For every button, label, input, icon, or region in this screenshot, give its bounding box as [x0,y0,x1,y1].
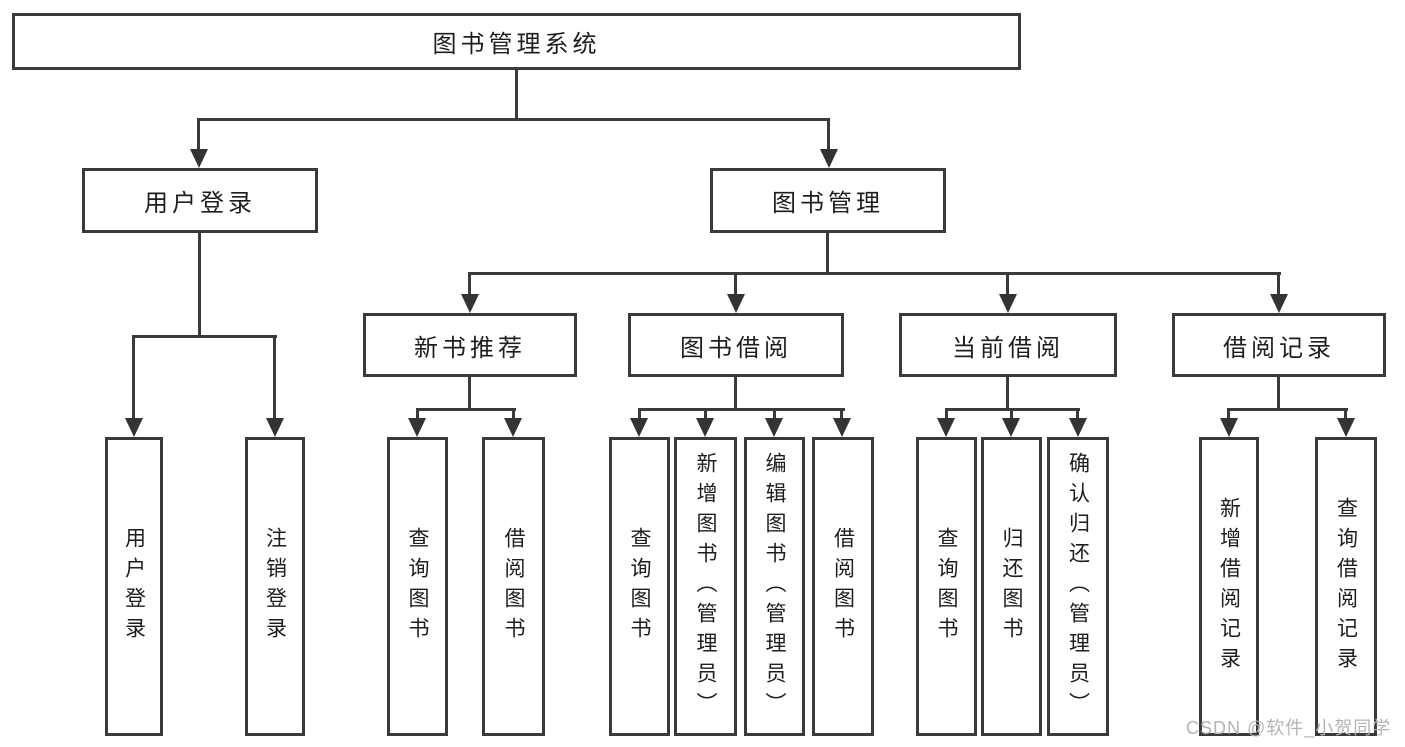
node-label: 图书借阅 [680,334,792,362]
node-book-management: 图书管理 [710,168,946,233]
node-label: 借阅记录 [1223,334,1335,362]
arrowhead-down-icon [727,294,745,313]
connector-line [1227,408,1348,411]
connector-line [198,233,201,335]
connector-line [840,408,843,422]
leaf-label: 编辑图书（管理员） [763,451,786,722]
leaf-label: 查询借阅记录 [1334,496,1358,677]
node-user-login: 用户登录 [82,168,318,233]
connector-line [416,408,516,411]
arrowhead-down-icon [1337,418,1355,437]
arrowhead-down-icon [266,418,284,437]
connector-line [468,377,471,408]
node-library-system: 图书管理系统 [12,13,1021,70]
arrowhead-down-icon [630,418,648,437]
arrowhead-down-icon [1069,418,1087,437]
arrowhead-down-icon [1270,294,1288,313]
leaf-label: 注销登录 [263,526,287,647]
connector-line [826,233,829,272]
arrowhead-down-icon [461,294,479,313]
connector-line [1277,272,1280,298]
leaf-add-borrow-record: 新增借阅记录 [1199,437,1259,736]
leaf-edit-book-admin: 编辑图书（管理员） [744,437,805,736]
node-current-borrowing: 当前借阅 [899,313,1117,377]
connector-line [416,408,419,422]
connector-line [1006,377,1009,408]
connector-line [827,118,830,152]
leaf-user-login: 用户登录 [105,437,163,736]
connector-line [1277,377,1280,408]
node-label: 新书推荐 [414,334,526,362]
connector-line [132,335,277,338]
leaf-label: 用户登录 [122,526,146,647]
arrowhead-down-icon [937,418,955,437]
connector-line [638,408,845,411]
leaf-borrow-books-borrowing: 借阅图书 [812,437,874,736]
node-label: 图书管理 [772,190,884,217]
node-borrowing-records: 借阅记录 [1172,313,1386,377]
leaf-query-borrow-record: 查询借阅记录 [1315,437,1377,736]
connector-line [197,118,830,121]
connector-line [734,272,737,298]
connector-line [468,272,471,298]
leaf-label: 归还图书 [1000,526,1023,647]
leaf-label: 查询图书 [406,526,429,647]
leaf-label: 查询图书 [628,526,651,647]
connector-line [1344,408,1347,422]
leaf-label: 查询图书 [935,526,958,647]
leaf-label: 新增借阅记录 [1217,496,1241,677]
node-label: 图书管理系统 [432,31,601,58]
connector-line [1006,272,1009,298]
arrowhead-down-icon [1002,418,1020,437]
connector-line [197,118,200,152]
connector-line [945,408,948,422]
arrowhead-down-icon [125,418,143,437]
connector-line [512,408,515,422]
leaf-label: 借阅图书 [831,526,855,647]
arrowhead-down-icon [190,149,208,168]
connector-line [1010,408,1013,422]
node-new-book-recommendation: 新书推荐 [363,313,577,377]
leaf-logout: 注销登录 [245,437,305,736]
leaf-label: 新增图书（管理员） [694,451,717,722]
arrowhead-down-icon [408,418,426,437]
connector-line [638,408,641,422]
leaf-confirm-return-admin: 确认归还（管理员） [1047,437,1109,736]
connector-line [704,408,707,422]
connector-line [515,69,518,118]
connector-line [1227,408,1230,422]
connector-line [1076,408,1079,422]
connector-line [132,335,135,422]
connector-line [273,335,276,422]
arrowhead-down-icon [504,418,522,437]
node-label: 用户登录 [144,190,256,217]
node-label: 当前借阅 [952,334,1064,362]
leaf-label: 借阅图书 [502,526,525,647]
leaf-label: 确认归还（管理员） [1066,451,1090,722]
leaf-borrow-books-recommend: 借阅图书 [482,437,545,736]
connector-line [469,272,1281,275]
leaf-add-book-admin: 新增图书（管理员） [674,437,737,736]
leaf-query-books-recommend: 查询图书 [387,437,448,736]
arrowhead-down-icon [765,418,783,437]
connector-line [734,377,737,408]
connector-line [773,408,776,422]
arrowhead-down-icon [1220,418,1238,437]
arrowhead-down-icon [999,294,1017,313]
watermark: CSDN @软件_小贺同学 [1186,718,1392,738]
leaf-query-books-current: 查询图书 [916,437,977,736]
node-book-borrowing: 图书借阅 [628,313,844,377]
leaf-query-books-borrowing: 查询图书 [609,437,670,736]
arrowhead-down-icon [833,418,851,437]
arrowhead-down-icon [820,149,838,168]
arrowhead-down-icon [696,418,714,437]
leaf-return-books: 归还图书 [981,437,1042,736]
